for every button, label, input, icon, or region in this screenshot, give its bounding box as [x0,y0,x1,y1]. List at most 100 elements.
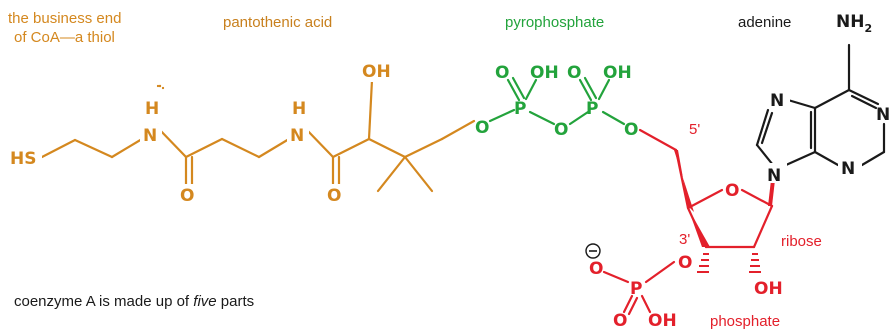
bond-c8-me1 [376,155,407,193]
bond-o-c1 [740,188,774,208]
phosphate-oh1-atom: OH [530,63,559,83]
adenine-n3-atom: N [841,159,855,179]
bond-n7-c5 [786,98,817,110]
bond-c4-n3 [813,150,840,167]
ribose-label: ribose [781,233,822,250]
carbonyl-o1-atom: O [180,186,194,206]
bond-c1-c2 [752,204,774,249]
bond-n9-c8 [755,143,775,167]
phosphate-label: phosphate [710,313,780,330]
adenine-n7-atom: N [770,91,784,111]
adenine-n1-atom: N [876,105,890,125]
bond-c7-c8 [367,137,407,159]
bond-c5-n2 [257,137,291,159]
bond-p2-o6a [578,78,593,102]
phosphate-atoms: O P O O OH [585,243,692,330]
bond-s-c1 [40,138,77,159]
bond-p2-o6b [583,76,598,100]
bond-c8-n7-double [760,111,774,145]
bond-c3-c4 [184,137,224,159]
n9-bg [765,163,787,183]
bond-c4-o [686,188,724,210]
bond-p1-oh [524,78,538,101]
bond-c8-c9 [403,137,444,159]
bond-o8-p3 [644,260,676,284]
bond-c9-o3 [440,119,476,141]
amide-h1-atom: H [145,99,159,119]
bond-c5-c6 [813,88,851,110]
bond-o5-p2 [568,110,590,126]
bond-c7-oh [367,78,374,141]
phosphate-oh3-atom: OH [648,311,677,330]
o1-bg [178,184,200,206]
ribose-bonds [638,128,774,249]
pantothenic-label: pantothenic acid [223,14,332,31]
bond-n3-c2 [860,150,886,167]
amino-nh2-atom: NH2 [836,12,872,35]
bond-p3-o9b [627,296,639,316]
ester-o7-atom: O [624,120,638,140]
bond-c6-n1-double [850,94,878,110]
phosphate-bonds [602,260,676,316]
bond-p3-oh [640,294,652,314]
n1-bg [140,124,162,146]
n7-bg [768,88,790,108]
pantetheine-chain [40,72,476,193]
hydroxyl-oh-atom: OH [362,62,391,82]
phosphorus-p2-atom: P [586,99,598,119]
locant-5-prime: 5' [689,121,700,138]
bond-c1-c2 [73,138,114,159]
pyrophosphate-atoms: O P O OH O P O OH O [475,63,638,140]
wedge-c1-n9 [768,180,775,206]
bond-c6-n1 [847,88,880,106]
bond-n1-c3 [156,126,188,159]
hashed-bond-c3-o [697,253,709,273]
oh-bg [360,58,396,82]
bond-n2-c6 [303,126,335,159]
thiol-hs-atom: HS [10,149,36,169]
pantetheine-atoms: HS N H O N H O OH [8,58,396,206]
locant-3-prime: 3' [679,231,690,248]
phosphate-ester-o-atom: O [678,253,692,273]
thiol-label-line2: of CoA—a thiol [14,29,115,46]
adenine-n9-atom: N [767,166,781,186]
adenine-atoms: N N N N NH2 [765,12,890,186]
bond-p1-o4b [511,76,526,100]
adenine-bonds [755,43,886,167]
bridge-o5-atom: O [554,120,568,140]
phosphate-ominus-atom: O [589,259,603,279]
wedge-c4-c5 [674,150,694,212]
phosphoryl-o4-atom: O [495,63,509,83]
carbonyl-o2-atom: O [327,186,341,206]
bond-c2-n1 [110,137,144,159]
group-labels: the business end of CoA—a thiol pantothe… [8,10,822,330]
wedge-c4-c3 [688,208,710,247]
n2-bg [287,124,309,146]
phosphoryl-o6-atom: O [567,63,581,83]
phosphoryl-o9-atom: O [613,311,627,330]
bond-c6-c7 [331,137,371,159]
hs-bg [8,145,42,167]
phosphorus-p3-atom: P [630,279,642,299]
n3-bg [838,156,862,178]
pyrophosphate-label: pyrophosphate [505,14,604,31]
amide-h2-atom: H [292,99,306,119]
phosphorus-p1-atom: P [514,99,526,119]
hashed-bond-c2-oh [749,253,761,273]
bond-c8-n7 [755,108,770,147]
ester-o3-atom: O [475,118,489,138]
bond-c4-c5 [220,137,261,159]
o2-bg [325,184,347,206]
bond-c8-me2 [403,155,434,193]
amide-n1-atom: N [143,126,157,146]
bond-p3-ominus [602,270,630,284]
bond-n1-h [150,72,159,85]
thiol-label-line1: the business end [8,10,121,27]
bond-p1-o4a [506,78,521,102]
ribose-2-oh-atom: OH [754,279,783,299]
adenine-label: adenine [738,14,791,31]
bond-o3-p1 [488,108,516,123]
amide-n2-atom: N [290,126,304,146]
